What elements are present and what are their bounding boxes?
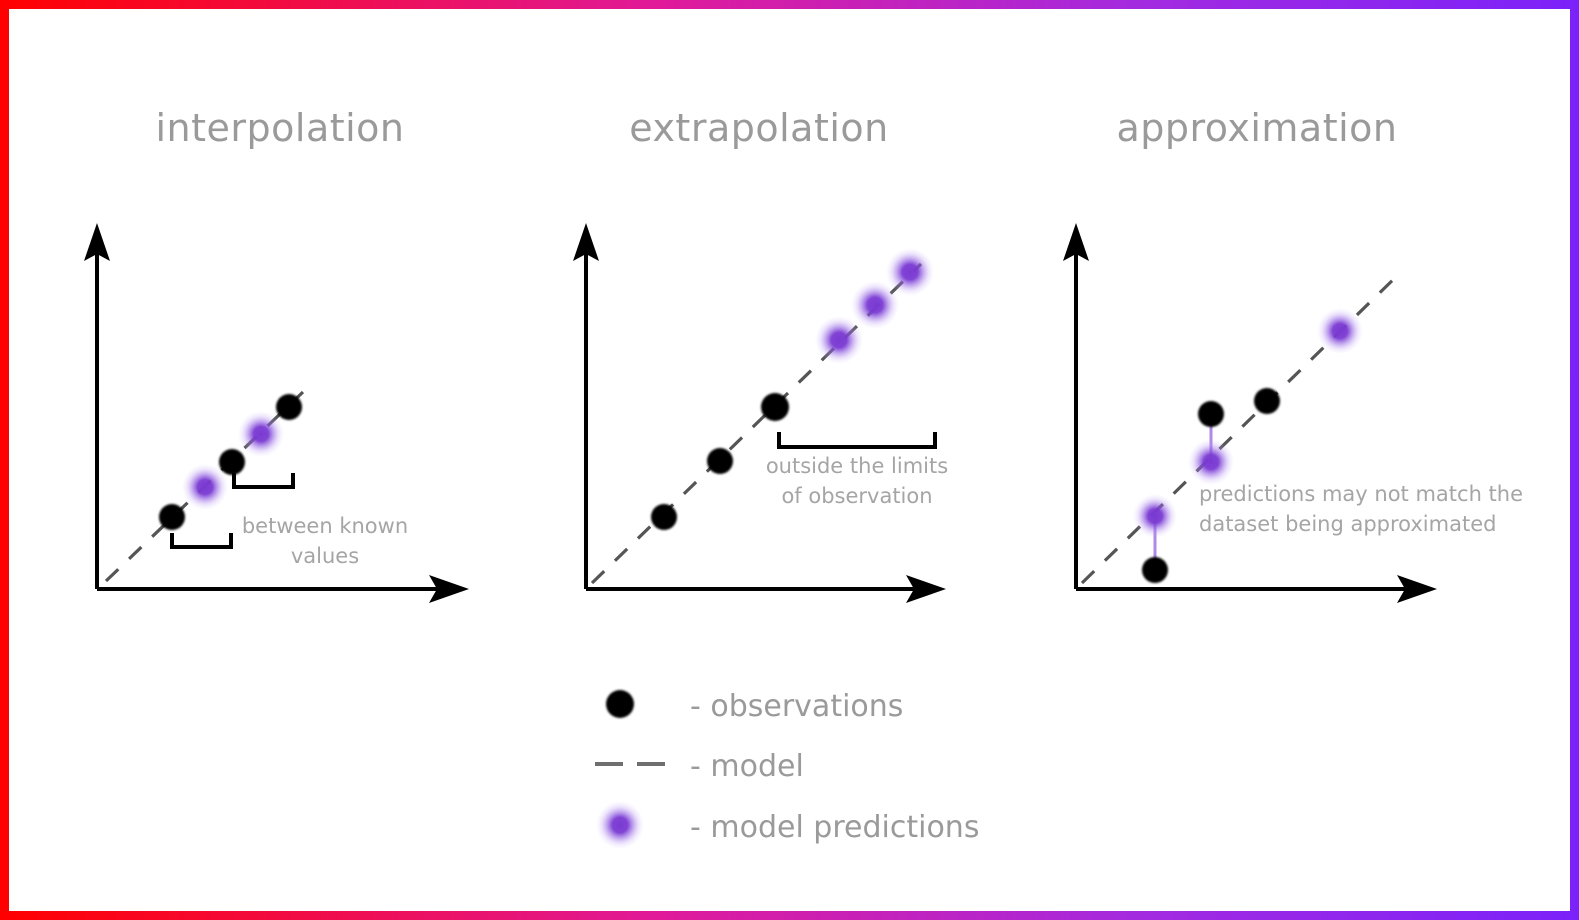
prediction-dot [1317,308,1363,354]
predictions-approximation [1133,308,1363,538]
prediction-dot [238,411,284,457]
legend-label-model-predictions: - model predictions [690,810,979,845]
legend-item-observations: - observations [606,689,903,724]
axes-extrapolation [573,223,946,603]
observations-extrapolation [651,393,789,530]
y-axis-arrow-icon [84,223,110,261]
observations-interpolation [159,394,302,530]
range-bracket [170,533,233,549]
prediction-dot [886,248,934,296]
x-axis-arrow-icon [1397,575,1437,603]
observation-dot [761,393,789,421]
panel-extrapolation: extrapolation [573,106,948,603]
range-bracket [232,473,295,489]
black-dot-icon [606,690,634,718]
predictions-extrapolation [815,248,934,364]
annotation-line-1: between known [242,514,408,538]
legend-item-model-predictions: - model predictions [596,801,979,849]
observation-dot [651,504,677,530]
brackets-interpolation [170,473,295,549]
figure-canvas: interpolation [9,9,1570,911]
panel-title-extrapolation: extrapolation [629,106,889,150]
annotation-line-2: values [291,544,359,568]
x-axis-arrow-icon [429,575,469,603]
annotation-line-1: outside the limits [766,454,948,478]
model-dashed-line [1080,270,1403,585]
panel-title-interpolation: interpolation [155,106,404,150]
y-axis-arrow-icon [1063,223,1089,261]
annotation-line-1: predictions may not match the [1199,482,1523,506]
panel-interpolation: interpolation [84,106,469,603]
annotation-line-2: dataset being approximated [1199,512,1496,536]
prediction-dot [182,464,228,510]
legend-item-model: - model [595,749,804,784]
x-axis-arrow-icon [906,575,946,603]
observation-dot [1254,388,1280,414]
panel-approximation: approximation [1063,106,1523,603]
observation-dot [1142,557,1168,583]
prediction-dot [1133,494,1177,538]
model-dashed-line [590,262,923,585]
y-axis-arrow-icon [573,223,599,261]
observation-dot [1198,401,1224,427]
observation-dot [276,394,302,420]
prediction-dot [815,316,863,364]
prediction-dot [851,281,899,329]
observations-approximation [1142,388,1280,583]
observation-dot [707,448,733,474]
observation-dot [219,449,245,475]
brackets-extrapolation [777,432,937,449]
purple-glow-dot-icon [596,801,644,849]
panel-title-approximation: approximation [1116,106,1397,150]
legend-label-observations: - observations [690,689,903,724]
observation-dot [159,504,185,530]
legend-label-model: - model [690,749,804,784]
axes-approximation [1063,223,1437,603]
range-bracket [777,432,937,449]
annotation-line-2: of observation [781,484,932,508]
predictions-interpolation [182,411,284,510]
prediction-dot [1188,439,1234,485]
legend: - observations - model - model predictio… [595,689,979,849]
axes-interpolation [84,223,469,603]
